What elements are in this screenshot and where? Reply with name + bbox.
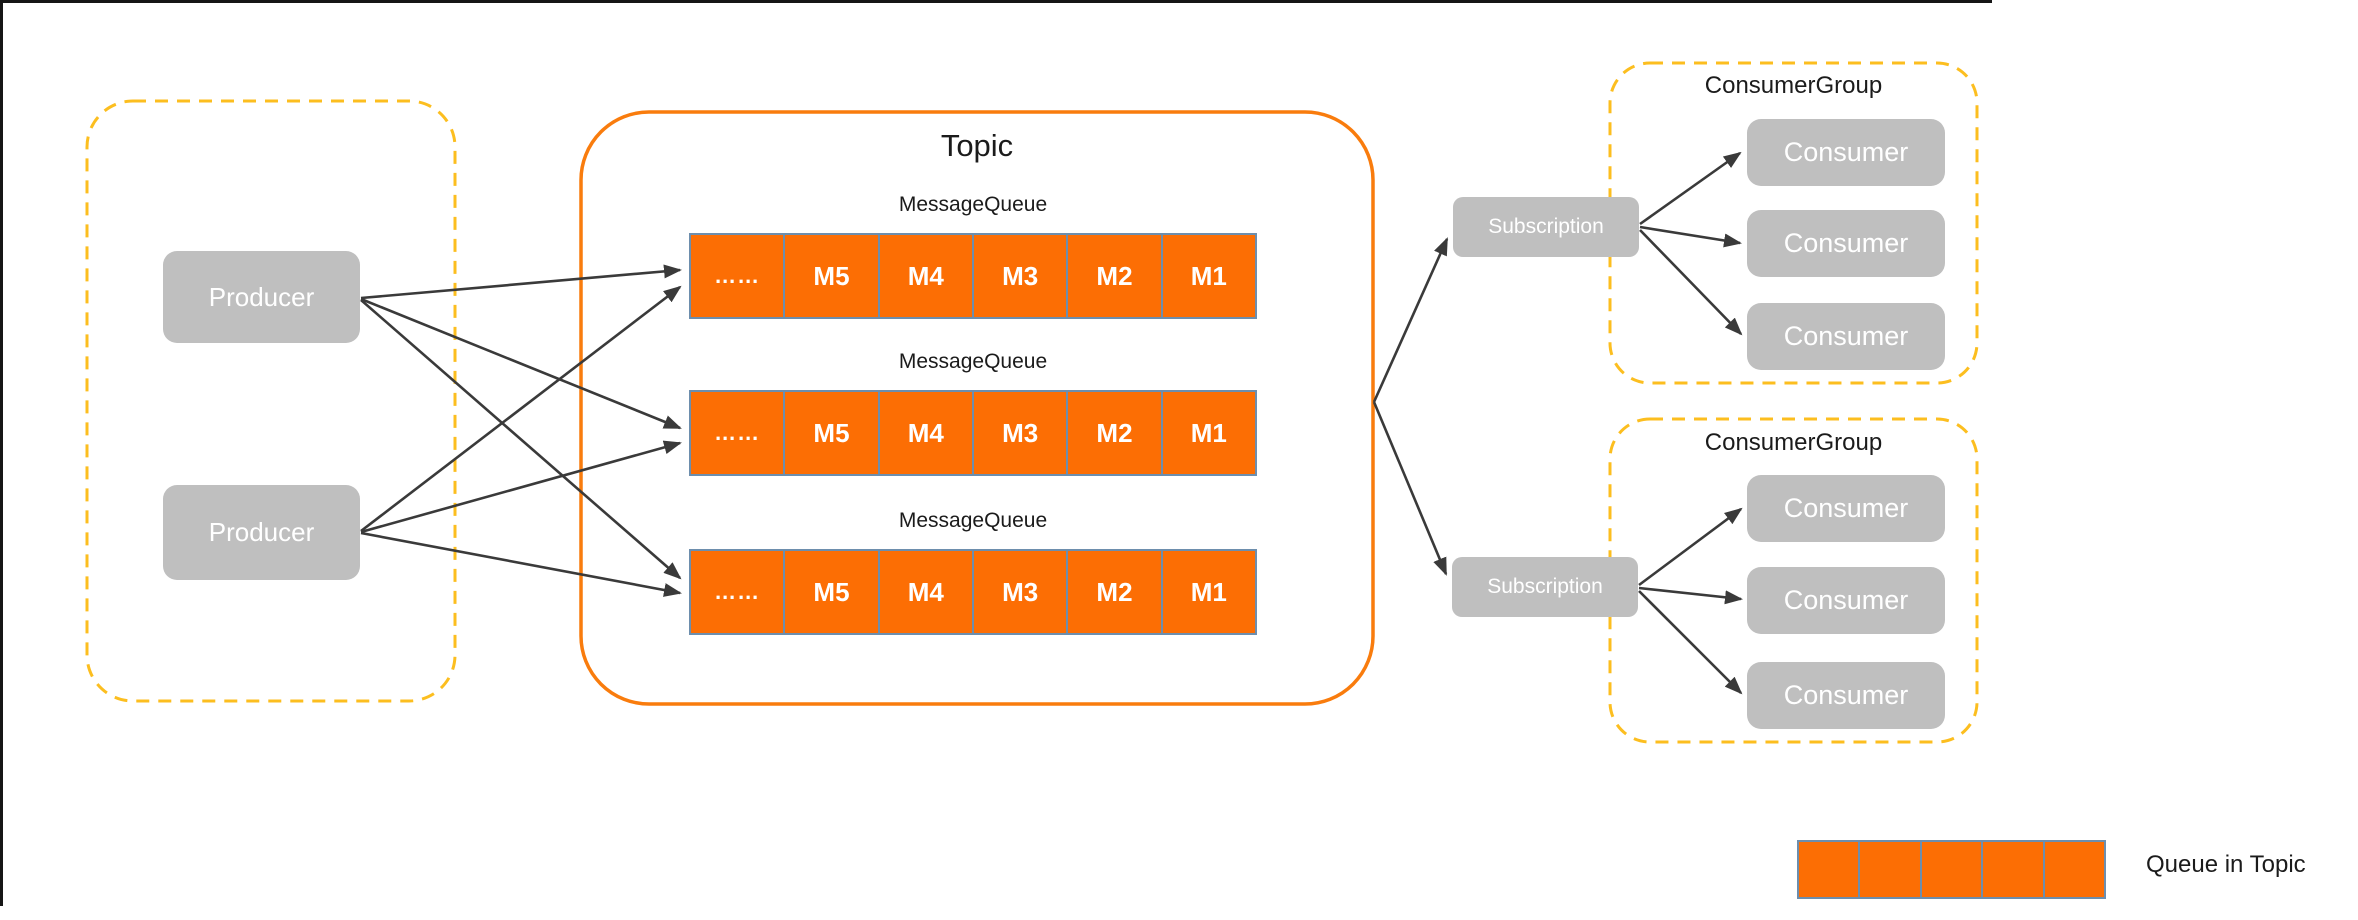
consumer-group-1-title: ConsumerGroup	[1704, 72, 1883, 99]
arrow-subscription2-consumer1	[1638, 507, 1743, 587]
arrow-producer1-queue1	[360, 264, 682, 300]
queue-cell: M5	[785, 392, 880, 474]
consumer-box: Consumer	[1747, 210, 1945, 277]
legend-cell	[2045, 842, 2104, 897]
arrow-subscription1-consumer3	[1639, 229, 1743, 336]
arrow-subscription2-consumer2	[1638, 586, 1743, 605]
queue-cell: M1	[1190, 576, 1227, 607]
producer-group-outline	[85, 99, 457, 703]
legend-queue-swatch	[1797, 840, 2106, 899]
arrow-subscription1-consumer2	[1639, 225, 1742, 248]
arrow-subscription2-consumer3	[1638, 590, 1743, 695]
arrow-producer2-queue2	[360, 440, 682, 534]
consumer-box: Consumer	[1747, 475, 1945, 542]
queue-cell: M3	[974, 235, 1069, 317]
subscription-box-2: Subscription	[1452, 557, 1638, 617]
queue-cell: M2	[1068, 392, 1163, 474]
legend-cell	[1983, 842, 2045, 897]
queue-cell: M3	[974, 551, 1069, 633]
messagequeue-label-2: MessageQueue	[898, 350, 1048, 373]
messagequeue-bar-2: …… M5 M4 M3 M2 M1	[689, 390, 1257, 476]
arrow-subscription1-consumer1	[1639, 151, 1742, 226]
messagequeue-bar-1: …… M5 M4 M3 M2 M1	[689, 233, 1257, 319]
consumer-box: Consumer	[1747, 662, 1945, 729]
queue-cell: ……	[691, 551, 786, 633]
queue-cell: ……	[691, 235, 786, 317]
messagequeue-label-3: MessageQueue	[898, 509, 1048, 532]
producer-box-1: Producer	[163, 251, 360, 343]
queue-cell: M1	[1190, 260, 1227, 291]
consumer-group-2-title: ConsumerGroup	[1704, 429, 1883, 456]
queue-cell: M4	[880, 551, 974, 633]
queue-cell: M1	[1190, 417, 1227, 448]
subscription-box-1: Subscription	[1453, 197, 1639, 257]
arrow-producer2-queue3	[360, 531, 682, 597]
arrow-producer1-queue2	[360, 297, 682, 430]
queue-cell: M2	[1068, 235, 1163, 317]
messagequeue-label-1: MessageQueue	[898, 193, 1048, 216]
consumer-box: Consumer	[1747, 567, 1945, 634]
topic-title: Topic	[940, 128, 1014, 163]
queue-cell: M3	[974, 392, 1069, 474]
queue-cell: M5	[785, 551, 880, 633]
legend-label: Queue in Topic	[2146, 851, 2306, 878]
legend-cell	[1860, 842, 1922, 897]
queue-cell: ……	[691, 392, 786, 474]
consumer-box: Consumer	[1747, 119, 1945, 186]
consumer-box: Consumer	[1747, 303, 1945, 370]
arrow-topic-subscription1	[1372, 237, 1449, 403]
arrow-producer1-queue3	[360, 299, 682, 580]
queue-cell: M5	[785, 235, 880, 317]
queue-cell: M4	[880, 235, 974, 317]
producer-box-2: Producer	[163, 485, 360, 580]
legend-cell	[1799, 842, 1861, 897]
messagequeue-bar-3: …… M5 M4 M3 M2 M1	[689, 549, 1257, 635]
legend-cell	[1922, 842, 1984, 897]
queue-cell: M2	[1068, 551, 1163, 633]
queue-cell: M4	[880, 392, 974, 474]
arrow-topic-subscription2	[1372, 401, 1448, 576]
arrow-producer2-queue1	[360, 285, 682, 533]
